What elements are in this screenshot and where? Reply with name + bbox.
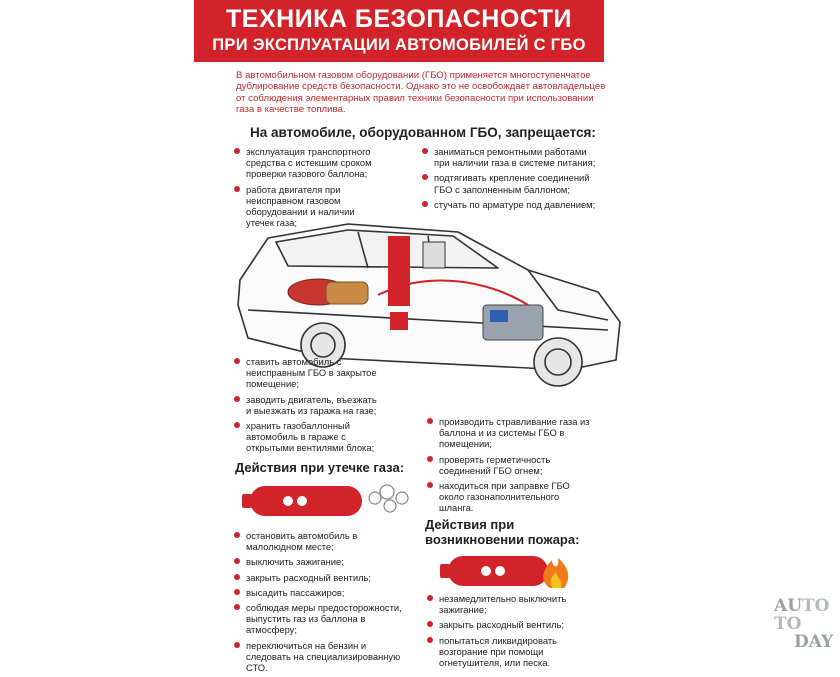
bullet-icon (422, 200, 428, 207)
bullet-icon (427, 595, 433, 601)
bullet-icon (234, 588, 240, 595)
watermark-logo: AU TO TO DAY (774, 596, 834, 652)
bullet-icon (234, 604, 240, 611)
list-item: закрыть расходный вентиль; (232, 572, 407, 583)
list-item: эксплуатация транспортного средства с ис… (232, 146, 372, 180)
list-item: находиться при заправке ГБО около газона… (425, 480, 590, 514)
bullet-icon (234, 148, 240, 154)
warning-exclamation-icon (388, 236, 410, 330)
list-item: производить стравливание газа из баллона… (425, 416, 590, 450)
prohibited-list-left-bottom: ставить автомобиль с неисправным ГБО в з… (232, 356, 382, 458)
list-item: хранить газобаллонный автомобиль в гараж… (232, 420, 382, 454)
bullet-icon (427, 636, 433, 643)
bullet-icon (234, 641, 240, 648)
list-item: соблюдая меры предосторожности, выпустит… (232, 602, 407, 636)
bullet-icon (234, 422, 240, 429)
prohibited-heading: На автомобиле, оборудованном ГБО, запрещ… (250, 125, 596, 140)
page-subtitle: ПРИ ЭКСПЛУАТАЦИИ АВТОМОБИЛЕЙ С ГБО (212, 36, 586, 54)
leaking-cylinder-icon (242, 484, 409, 516)
list-item: работа двигателя при неисправном газовом… (232, 184, 372, 229)
gauge-icon (422, 241, 446, 269)
bullet-icon (234, 358, 240, 364)
bullet-icon (427, 482, 433, 489)
leak-actions-list: остановить автомобиль в малолюдном месте… (232, 530, 407, 677)
bullet-icon (427, 455, 433, 462)
fire-actions-list: незамедлительно выключить зажигание; зак… (425, 593, 605, 672)
bullet-icon (234, 558, 240, 565)
burning-cylinder-icon (440, 556, 569, 588)
car-illustration (237, 223, 621, 387)
page-title: ТЕХНИКА БЕЗОПАСНОСТИ (226, 5, 572, 33)
list-item: высадить пассажиров; (232, 587, 407, 598)
leak-heading: Действия при утечке газа: (235, 460, 405, 475)
bullet-icon (422, 148, 428, 154)
gas-tank-icon (287, 278, 369, 306)
bullet-icon (234, 573, 240, 580)
bullet-icon (427, 621, 433, 628)
intro-text: В автомобильном газовом оборудовании (ГБ… (236, 70, 606, 116)
list-item: заниматься ремонтными работами при налич… (420, 146, 600, 168)
list-item: переключиться на бензин и следовать на с… (232, 640, 407, 674)
bullet-icon (234, 395, 240, 402)
list-item: закрыть расходный вентиль; (425, 619, 605, 630)
list-item: проверять герметичность соединений ГБО о… (425, 454, 590, 476)
prohibited-list-right-bottom: производить стравливание газа из баллона… (425, 416, 590, 518)
prohibited-list-right-top: заниматься ремонтными работами при налич… (420, 146, 600, 214)
prohibited-list-left-top: эксплуатация транспортного средства с ис… (232, 146, 372, 232)
list-item: ставить автомобиль с неисправным ГБО в з… (232, 356, 382, 390)
list-item: попытаться ликвидировать возгорание при … (425, 635, 605, 669)
bullet-icon (234, 532, 240, 538)
list-item: подтягивать крепление соединений ГБО с з… (420, 172, 600, 195)
bullet-icon (234, 185, 240, 192)
list-item: незамедлительно выключить зажигание; (425, 593, 605, 615)
list-item: выключить зажигание; (232, 556, 407, 567)
bullet-icon (427, 418, 433, 424)
bullet-icon (422, 174, 428, 181)
fire-heading: Действия при возникновении пожара: (425, 517, 580, 547)
list-item: заводить двигатель, въезжать и выезжать … (232, 394, 382, 416)
list-item: стучать по арматуре под давлением; (420, 199, 600, 210)
title-banner: ТЕХНИКА БЕЗОПАСНОСТИ ПРИ ЭКСПЛУАТАЦИИ АВ… (194, 0, 604, 62)
list-item: остановить автомобиль в малолюдном месте… (232, 530, 407, 552)
